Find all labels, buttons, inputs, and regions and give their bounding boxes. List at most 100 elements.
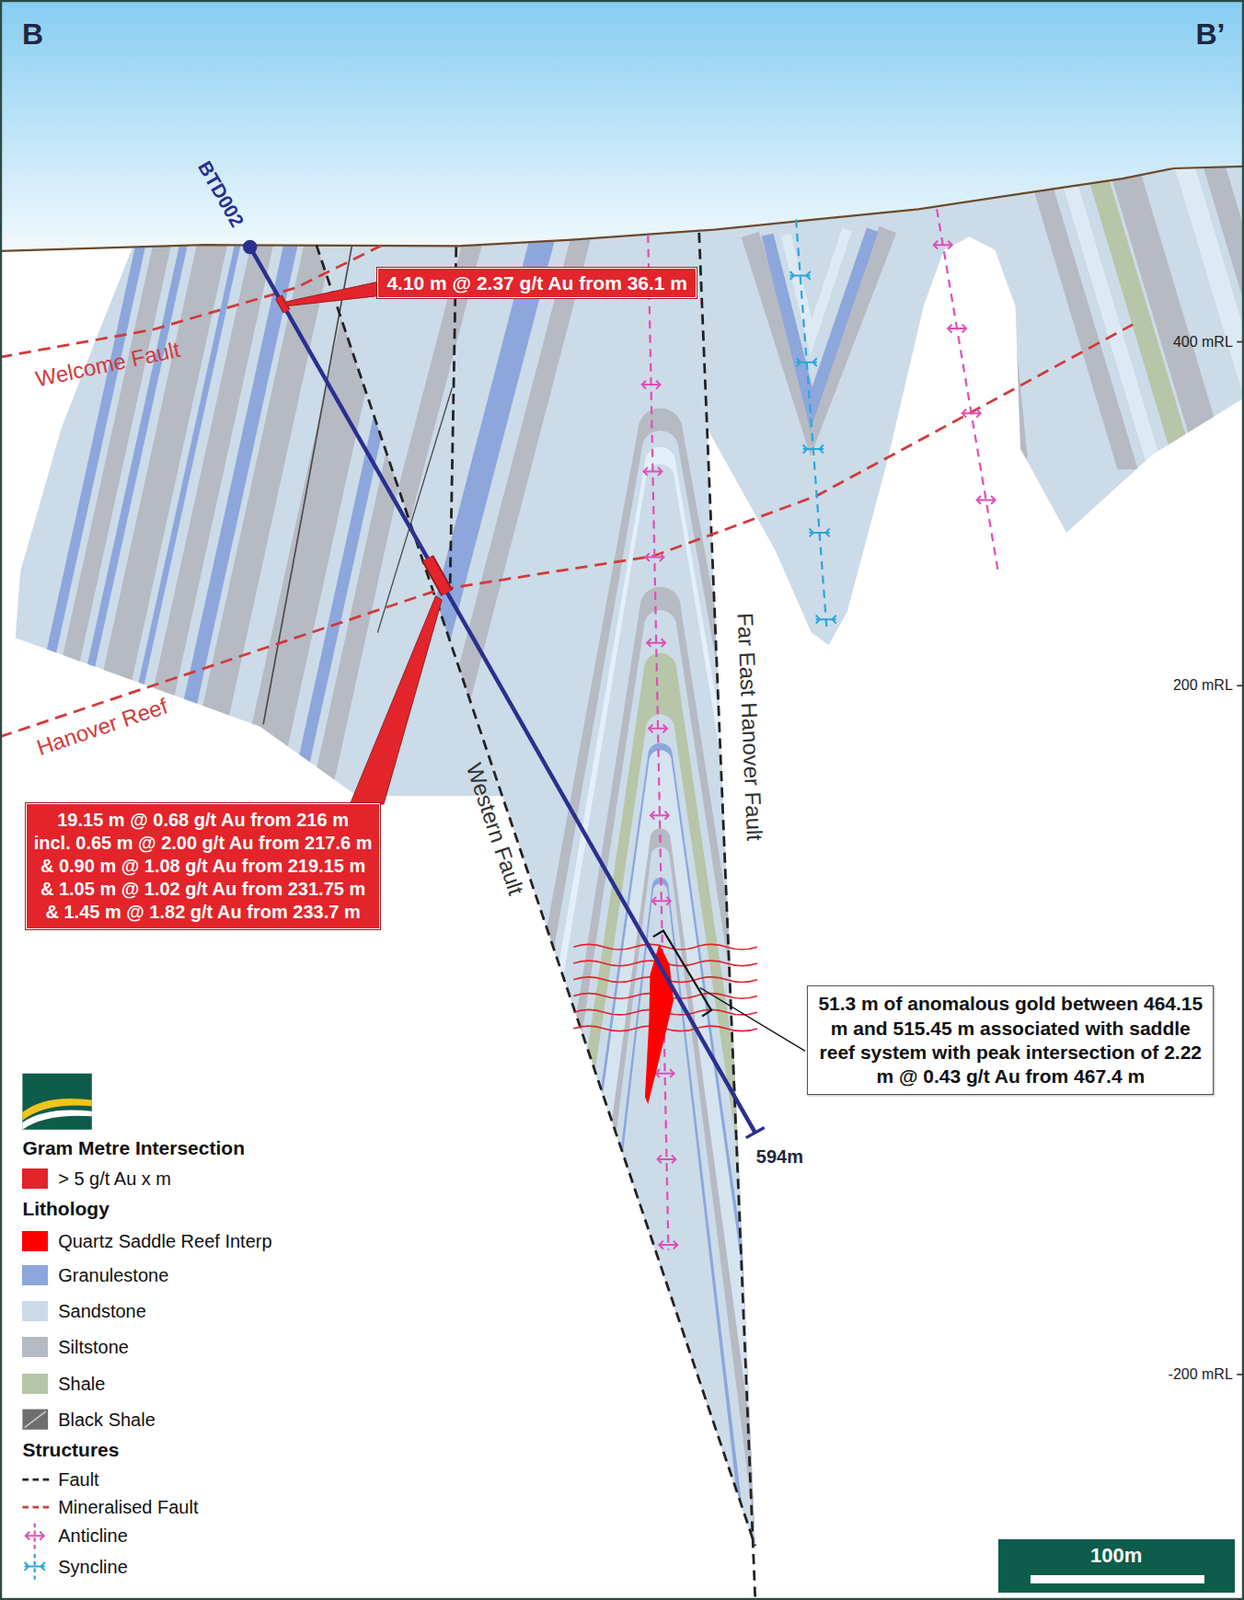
anticline-sample <box>25 1531 45 1541</box>
anticline-axis <box>936 208 999 572</box>
fold-bed <box>548 829 773 1593</box>
legend-swatch <box>22 1373 48 1394</box>
bed <box>306 234 455 817</box>
intercept-callout: 4.10 m @ 2.37 g/t Au from 36.1 m <box>377 267 697 299</box>
section-end-label: B’ <box>1195 16 1225 51</box>
elevation-label: 400 mRL <box>1173 333 1233 350</box>
syncline-bed <box>749 230 888 429</box>
callout-text: 51.3 m of anomalous gold between 464.15 … <box>817 991 1204 1089</box>
western-fault <box>316 244 756 1546</box>
legend-text: Black Shale <box>57 1408 156 1430</box>
logo-stripe <box>22 1109 92 1129</box>
fold-bed <box>558 847 763 1593</box>
legend-swatch <box>22 1231 48 1252</box>
callout-text: 19.15 m @ 0.68 g/t Au from 216 m <box>34 808 373 832</box>
topography <box>0 166 1244 252</box>
fault-name: Far East Hanover Fault <box>732 611 768 841</box>
syncline-symbol <box>790 271 811 280</box>
fold-bed <box>517 714 804 1592</box>
legend-text: Syncline <box>57 1555 128 1578</box>
mineralised-fault-sample <box>22 1506 49 1509</box>
callout-leader <box>700 988 806 1052</box>
callout-text: & 0.90 m @ 1.08 g/t Au from 219.15 m <box>34 854 373 878</box>
logo <box>22 1073 92 1130</box>
anticline-symbol <box>652 897 671 906</box>
fault-sample <box>22 1478 49 1482</box>
scale-bar: 100m <box>998 1539 1235 1593</box>
western-block <box>10 234 454 817</box>
hole-depth: 594m <box>756 1145 804 1167</box>
fold-bed <box>486 587 834 1592</box>
intercept-marker <box>427 558 448 594</box>
logo-ground <box>22 1073 92 1130</box>
fold-bed <box>496 610 824 1592</box>
anticline-symbol <box>645 552 664 562</box>
anticline-symbol <box>658 1241 678 1250</box>
anticline-symbol <box>650 811 669 820</box>
hanover-reef <box>0 324 1133 738</box>
legend-heading: Gram Metre Intersection <box>22 1137 245 1160</box>
legend-text: Siltstone <box>57 1336 129 1359</box>
interval-bracket <box>653 930 712 1016</box>
legend-text: Fault <box>57 1469 99 1491</box>
black-shale-bed <box>263 244 352 725</box>
legend-heading: Lithology <box>22 1197 109 1221</box>
legend-text: > 5 g/t Au x m <box>57 1168 172 1190</box>
syncline-bed <box>785 230 848 337</box>
anticline-symbol <box>947 324 967 334</box>
anticline-symbol <box>648 724 668 733</box>
legend-swatch <box>22 1336 48 1358</box>
syncline-symbol <box>803 445 824 454</box>
fault-name: Hanover Reef <box>33 692 171 761</box>
legend-text: Shale <box>57 1372 105 1394</box>
anticline-symbol <box>977 495 996 505</box>
bed <box>387 234 592 939</box>
black-shale-swatch <box>22 1409 48 1430</box>
scale-bar-line <box>1030 1575 1205 1584</box>
elevation-label: 200 mRL <box>1173 677 1233 694</box>
black-shale-bed <box>377 387 452 633</box>
drillhole-collar <box>242 240 258 255</box>
anticline-bed <box>918 263 1021 481</box>
anticline-symbol <box>646 638 666 647</box>
syncline-sample <box>24 1562 46 1571</box>
callout-leader <box>284 281 379 307</box>
syncline-bed <box>767 230 873 409</box>
bedrock <box>0 152 1244 1600</box>
anticline-symbol <box>642 380 661 390</box>
legend-text: Quartz Saddle Reef Interp <box>57 1230 272 1252</box>
fault-name: Welcome Fault <box>33 336 183 392</box>
elevation-label: -200 mRL <box>1168 1366 1233 1383</box>
eastern-block <box>749 162 1244 480</box>
far-east-fault <box>699 232 756 1599</box>
intercept-callout: 19.15 m @ 0.68 g/t Au from 216 mincl. 0.… <box>25 803 381 930</box>
intercept-marker <box>427 558 448 594</box>
callout-text: & 1.05 m @ 1.02 g/t Au from 231.75 m <box>34 877 373 901</box>
section-end-label: B <box>22 16 44 51</box>
sandstone-ground <box>0 152 1244 1600</box>
fold-bed <box>460 464 860 1593</box>
syncline-symbols <box>790 271 837 624</box>
legend-text: Mineralised Fault <box>57 1497 198 1519</box>
black-shale-hatch <box>24 1411 47 1429</box>
legend-swatch <box>22 1301 48 1322</box>
drillhole-trace <box>250 246 756 1133</box>
anticline-symbol <box>656 1154 676 1164</box>
legend-text: Sandstone <box>57 1301 147 1323</box>
anticline-symbol <box>656 1069 675 1078</box>
syncline-axis <box>795 218 827 628</box>
drillhole-name: BTD002 <box>193 157 249 231</box>
anticline-symbol <box>962 409 981 418</box>
welcome-fault <box>0 244 383 358</box>
bed <box>1202 162 1244 470</box>
anticline-symbol <box>644 467 663 476</box>
fault <box>449 246 457 587</box>
fault-name: Western Fault <box>460 760 530 899</box>
fold-bed <box>568 877 753 1592</box>
scale-text: 100m <box>998 1543 1235 1567</box>
legend-swatch <box>22 1168 48 1189</box>
anticline-symbol <box>933 241 953 250</box>
